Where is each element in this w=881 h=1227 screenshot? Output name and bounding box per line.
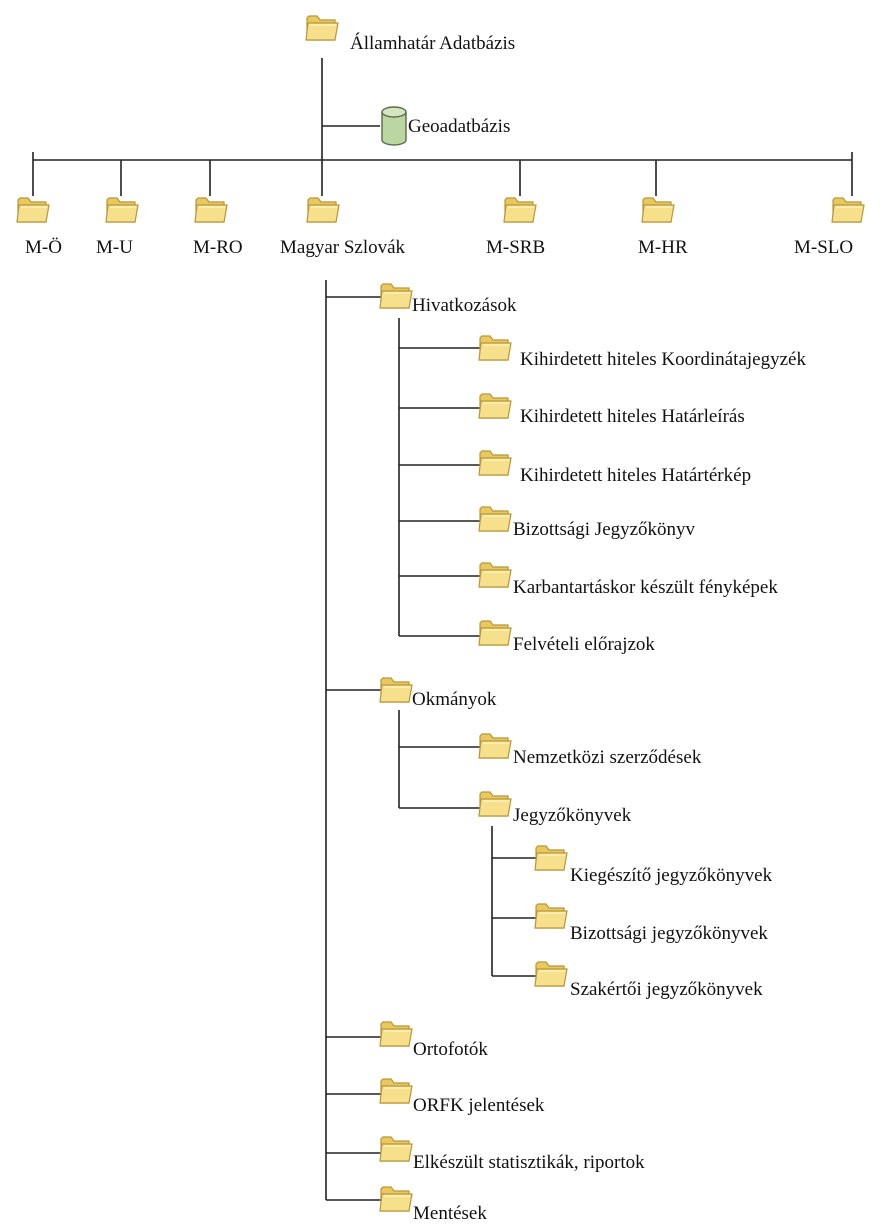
folder-icon	[502, 194, 538, 226]
folder-label: Szakértői jegyzőkönyvek	[570, 979, 763, 1000]
branch-label: M-U	[96, 237, 133, 258]
folder-icon	[193, 194, 229, 226]
folder-label: Kihirdetett hiteles Koordinátajegyzék	[520, 349, 806, 370]
folder-label: Okmányok	[412, 689, 497, 710]
folder-icon	[304, 12, 340, 44]
folder-label: Kihirdetett hiteles Határleírás	[520, 406, 745, 427]
folder-label: Nemzetközi szerződések	[513, 747, 702, 768]
geodatabase-label: Geoadatbázis	[408, 116, 511, 137]
branch-label: M-HR	[638, 237, 688, 258]
folder-icon	[378, 280, 414, 312]
branch-label: M-RO	[193, 237, 243, 258]
branch-label: Magyar Szlovák	[280, 237, 406, 258]
folder-icon	[378, 674, 414, 706]
folder-label: Bizottsági Jegyzőkönyv	[513, 519, 696, 540]
folder-label: ORFK jelentések	[413, 1095, 545, 1116]
folder-label: Jegyzőkönyvek	[513, 805, 632, 826]
folder-icon	[477, 447, 513, 479]
folder-label: Felvételi előrajzok	[513, 634, 655, 655]
branch-label: M-SLO	[794, 237, 854, 258]
folder-label: Bizottsági jegyzőkönyvek	[570, 923, 768, 944]
branch-label: M-SRB	[486, 237, 546, 258]
database-cylinder-icon	[381, 106, 407, 146]
folder-label: Kihirdetett hiteles Határtérkép	[520, 465, 752, 486]
folder-icon	[533, 900, 569, 932]
root-label: Államhatár Adatbázis	[350, 33, 516, 54]
folder-icon	[378, 1018, 414, 1050]
folder-icon	[477, 390, 513, 422]
branch-label: M-Ö	[25, 237, 62, 258]
folder-icon	[378, 1183, 414, 1215]
folder-label: Karbantartáskor készült fényképek	[513, 577, 778, 598]
folder-icon	[533, 842, 569, 874]
folder-label: Mentések	[413, 1203, 487, 1224]
folder-icon	[378, 1075, 414, 1107]
folder-icon	[378, 1133, 414, 1165]
folder-icon	[477, 559, 513, 591]
folder-icon	[533, 958, 569, 990]
folder-icon	[15, 194, 51, 226]
folder-icon	[830, 194, 866, 226]
folder-label: Hivatkozások	[412, 295, 517, 316]
folder-label: Kiegészítő jegyzőkönyvek	[570, 865, 773, 886]
folder-icon	[477, 503, 513, 535]
folder-icon	[477, 730, 513, 762]
folder-icon	[477, 617, 513, 649]
folder-icon	[305, 194, 341, 226]
folder-icon	[640, 194, 676, 226]
folder-icon	[477, 788, 513, 820]
folder-icon	[477, 332, 513, 364]
folder-label: Elkészült statisztikák, riportok	[413, 1152, 645, 1173]
folder-label: Ortofotók	[413, 1039, 488, 1060]
folder-icon	[104, 194, 140, 226]
